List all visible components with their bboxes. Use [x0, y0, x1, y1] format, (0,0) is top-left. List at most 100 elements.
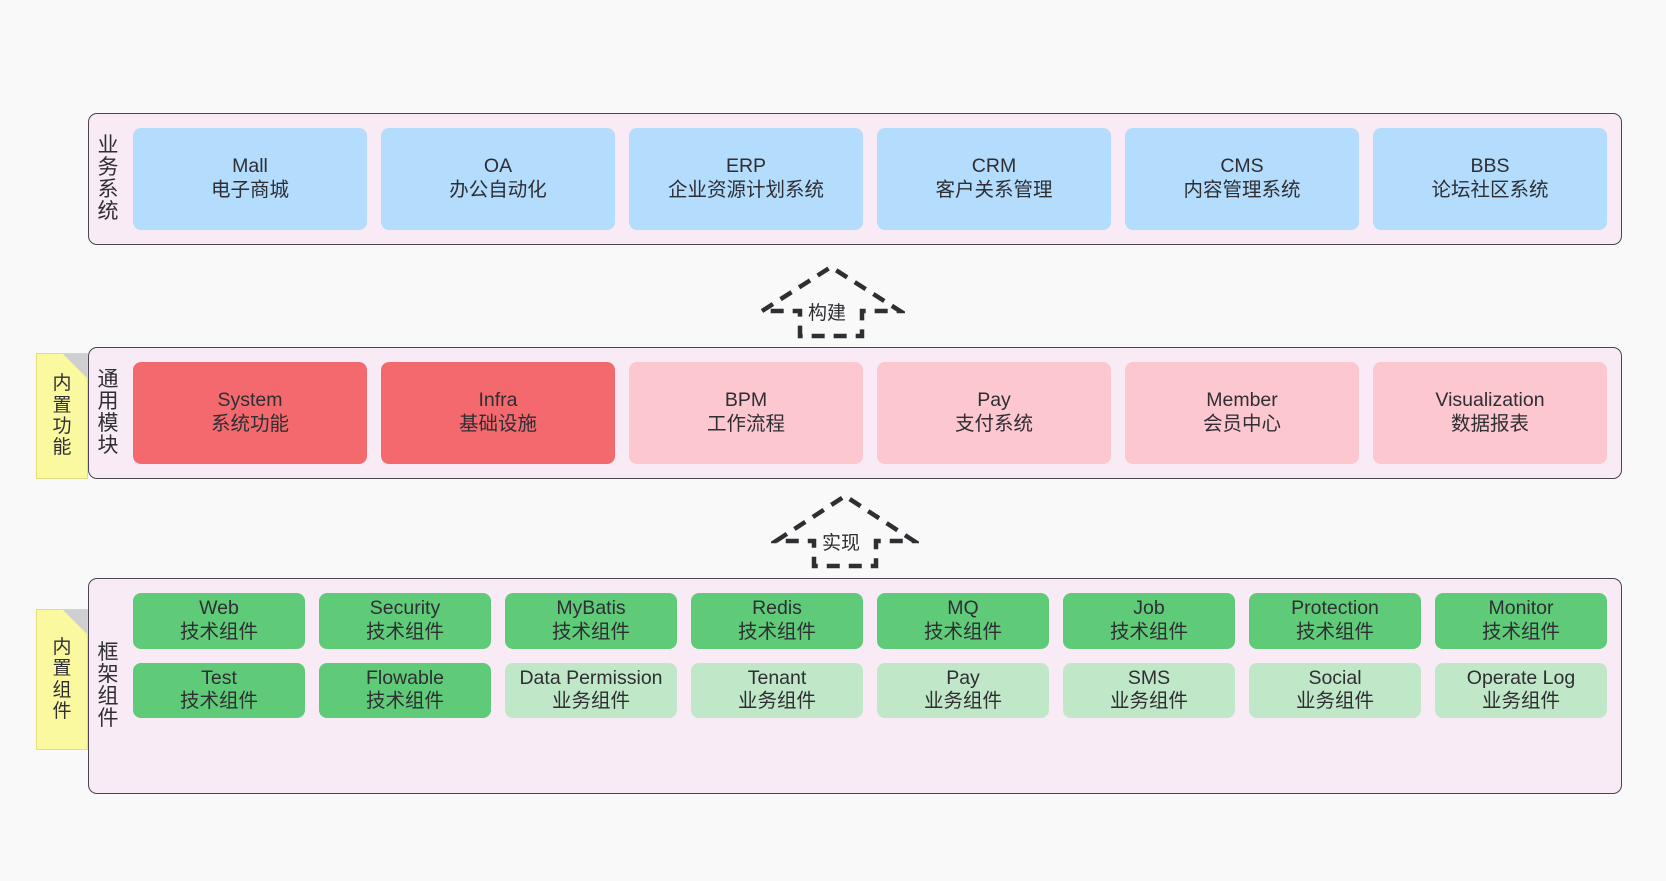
card-subtitle: 业务组件 — [1109, 690, 1188, 713]
card-subtitle: 技术组件 — [179, 690, 258, 713]
card-row-tech-components: Web 技术组件 Security 技术组件 MyBatis 技术组件 Redi… — [133, 593, 1607, 649]
card-row-common-module: System 系统功能 Infra 基础设施 BPM 工作流程 Pay 支付系统… — [133, 362, 1607, 464]
card-subtitle: 基础设施 — [458, 413, 537, 435]
layer-label-common-module: 通 用 模 块 — [97, 367, 119, 458]
card-crm[interactable]: CRM 客户关系管理 — [877, 128, 1111, 230]
card-member[interactable]: Member 会员中心 — [1125, 362, 1359, 464]
card-job[interactable]: Job 技术组件 — [1063, 593, 1235, 649]
card-subtitle: 业务组件 — [551, 690, 630, 713]
sticky-note-label: 内 置 功 能 — [52, 373, 72, 459]
card-title: BPM — [724, 389, 768, 412]
card-title: Redis — [752, 597, 802, 619]
card-title: Operate Log — [1466, 666, 1576, 689]
card-erp[interactable]: ERP 企业资源计划系统 — [629, 128, 863, 230]
card-title: CMS — [1220, 155, 1264, 178]
card-subtitle: 业务组件 — [923, 690, 1002, 713]
card-title: Infra — [478, 389, 518, 412]
card-title: MQ — [947, 597, 979, 619]
card-mall[interactable]: Mall 电子商城 — [133, 128, 367, 230]
card-mybatis[interactable]: MyBatis 技术组件 — [505, 593, 677, 649]
card-subtitle: 技术组件 — [737, 620, 816, 643]
card-row-business-system: Mall 电子商城 OA 办公自动化 ERP 企业资源计划系统 CRM 客户关系… — [133, 128, 1607, 230]
card-pay-business[interactable]: Pay 业务组件 — [877, 662, 1049, 719]
card-title: SMS — [1127, 666, 1171, 689]
card-title: Pay — [977, 389, 1011, 412]
implement-arrow-icon — [768, 493, 922, 569]
card-test[interactable]: Test 技术组件 — [133, 662, 305, 719]
card-subtitle: 技术组件 — [1295, 620, 1374, 643]
card-subtitle: 系统功能 — [210, 413, 289, 435]
layer-label-framework-component: 框 架 组 件 — [97, 640, 119, 731]
card-subtitle: 会员中心 — [1202, 413, 1281, 435]
layer-body-framework-component: Web 技术组件 Security 技术组件 MyBatis 技术组件 Redi… — [127, 579, 1621, 793]
card-title: BBS — [1470, 155, 1510, 178]
card-protection[interactable]: Protection 技术组件 — [1249, 593, 1421, 649]
sticky-fold-corner-icon — [63, 354, 87, 378]
card-subtitle: 论坛社区系统 — [1431, 179, 1549, 201]
card-subtitle: 技术组件 — [365, 690, 444, 713]
card-sms[interactable]: SMS 业务组件 — [1063, 662, 1235, 719]
card-title: Pay — [946, 666, 980, 689]
card-visualization[interactable]: Visualization 数据报表 — [1373, 362, 1607, 464]
card-subtitle: 内容管理系统 — [1183, 179, 1301, 201]
card-title: MyBatis — [556, 597, 626, 619]
card-title: Data Permission — [519, 666, 663, 689]
card-operate-log[interactable]: Operate Log 业务组件 — [1435, 662, 1607, 719]
card-row-business-components: Test 技术组件 Flowable 技术组件 Data Permission … — [133, 662, 1607, 719]
card-subtitle: 企业资源计划系统 — [667, 179, 824, 201]
card-title: Security — [369, 597, 441, 619]
card-mq[interactable]: MQ 技术组件 — [877, 593, 1049, 649]
card-bbs[interactable]: BBS 论坛社区系统 — [1373, 128, 1607, 230]
connector-implement-label: 实现 — [819, 528, 864, 555]
card-subtitle: 技术组件 — [1481, 620, 1560, 643]
card-monitor[interactable]: Monitor 技术组件 — [1435, 593, 1607, 649]
card-subtitle: 客户关系管理 — [935, 179, 1053, 201]
card-tenant[interactable]: Tenant 业务组件 — [691, 662, 863, 719]
card-security[interactable]: Security 技术组件 — [319, 593, 491, 649]
layer-label-business-system: 业 务 系 统 — [97, 133, 119, 224]
card-subtitle: 办公自动化 — [449, 179, 547, 201]
card-subtitle: 技术组件 — [179, 620, 258, 643]
card-subtitle: 技术组件 — [1109, 620, 1188, 643]
card-infra[interactable]: Infra 基础设施 — [381, 362, 615, 464]
card-title: Tenant — [747, 666, 807, 689]
card-title: Mall — [232, 155, 268, 178]
card-oa[interactable]: OA 办公自动化 — [381, 128, 615, 230]
card-title: Protection — [1291, 597, 1379, 619]
card-title: Web — [199, 597, 239, 619]
card-title: Flowable — [365, 666, 445, 689]
card-title: System — [217, 389, 283, 412]
sticky-note-builtin-feature: 内 置 功 能 — [36, 353, 88, 479]
card-subtitle: 工作流程 — [706, 413, 785, 435]
layer-common-module: 通 用 模 块 System 系统功能 Infra 基础设施 BPM 工作流程 … — [88, 347, 1622, 479]
card-data-permission[interactable]: Data Permission 业务组件 — [505, 662, 677, 719]
card-redis[interactable]: Redis 技术组件 — [691, 593, 863, 649]
card-subtitle: 业务组件 — [1295, 690, 1374, 713]
card-subtitle: 技术组件 — [365, 620, 444, 643]
card-title: OA — [483, 155, 513, 178]
sticky-note-builtin-component: 内 置 组 件 — [36, 609, 88, 750]
card-cms[interactable]: CMS 内容管理系统 — [1125, 128, 1359, 230]
card-system[interactable]: System 系统功能 — [133, 362, 367, 464]
card-title: Visualization — [1435, 389, 1545, 412]
layer-business-system: 业 务 系 统 Mall 电子商城 OA 办公自动化 ERP 企业资源计划系统 … — [88, 113, 1622, 245]
layer-body-common-module: System 系统功能 Infra 基础设施 BPM 工作流程 Pay 支付系统… — [127, 348, 1621, 478]
card-subtitle: 业务组件 — [1481, 690, 1560, 713]
card-title: Member — [1206, 389, 1278, 412]
card-pay[interactable]: Pay 支付系统 — [877, 362, 1111, 464]
card-subtitle: 支付系统 — [954, 413, 1033, 435]
layer-body-business-system: Mall 电子商城 OA 办公自动化 ERP 企业资源计划系统 CRM 客户关系… — [127, 114, 1621, 244]
connector-implement: 实现 — [768, 490, 922, 570]
card-subtitle: 电子商城 — [210, 179, 289, 201]
card-title: Monitor — [1488, 597, 1554, 619]
card-flowable[interactable]: Flowable 技术组件 — [319, 662, 491, 719]
card-social[interactable]: Social 业务组件 — [1249, 662, 1421, 719]
connector-build-label: 构建 — [805, 298, 850, 325]
card-web[interactable]: Web 技术组件 — [133, 593, 305, 649]
card-title: Test — [201, 666, 237, 689]
layer-framework-component: 框 架 组 件 Web 技术组件 Security 技术组件 MyBatis 技… — [88, 578, 1622, 794]
card-title: Job — [1133, 597, 1165, 619]
card-grid-framework-component: Web 技术组件 Security 技术组件 MyBatis 技术组件 Redi… — [133, 593, 1607, 779]
card-bpm[interactable]: BPM 工作流程 — [629, 362, 863, 464]
card-subtitle: 数据报表 — [1450, 413, 1529, 435]
